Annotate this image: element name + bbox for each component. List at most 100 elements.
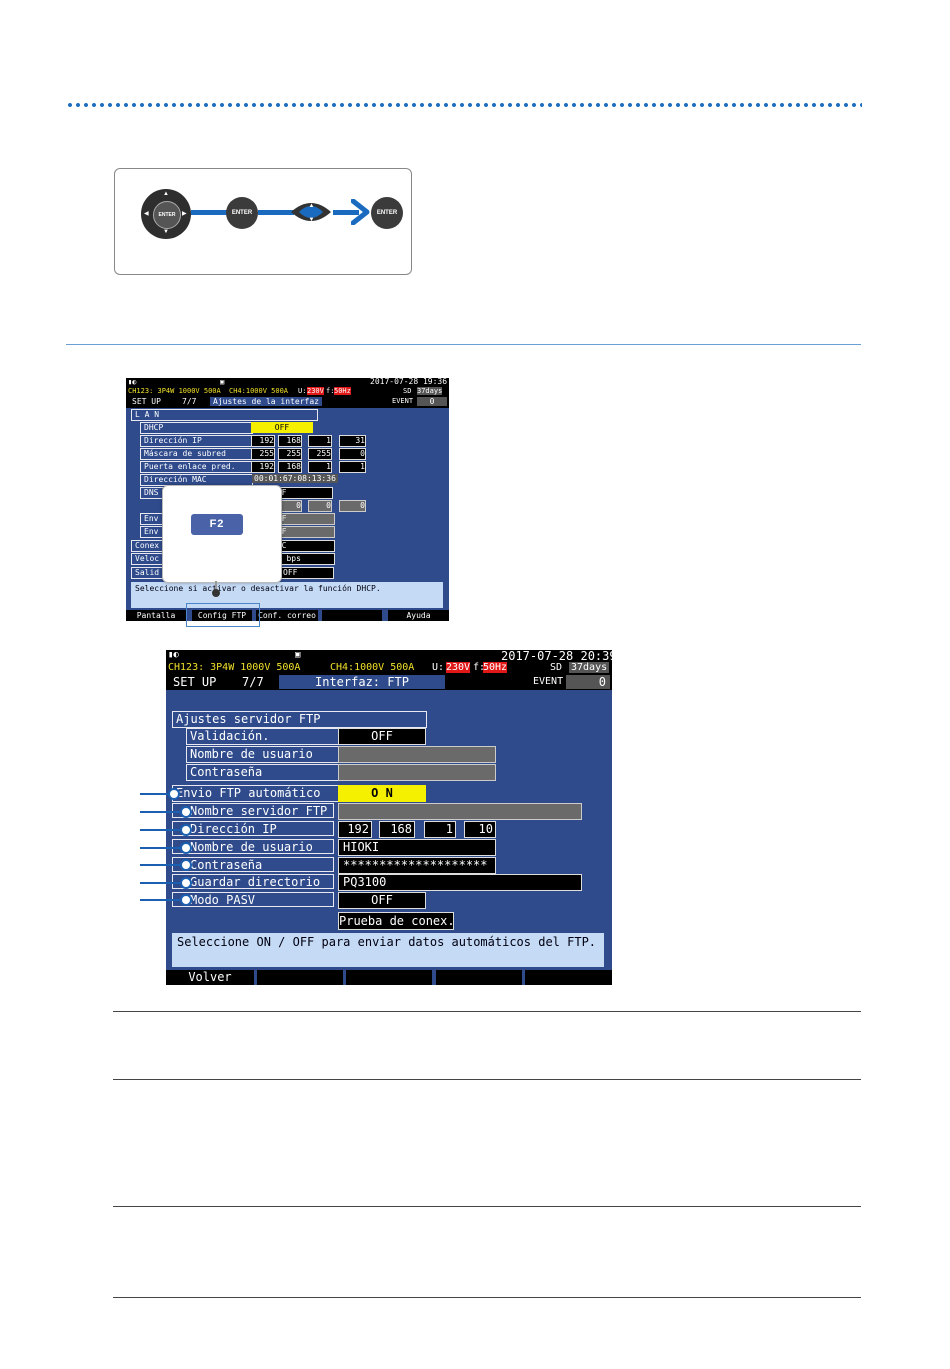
screen-ftp-settings: ▮◐ ▣ 2017-07-28 20:39:25 CH123: 3P4W 100… [166, 650, 612, 985]
mac-value: 00:01:67:08:13:36 [252, 474, 338, 483]
ftp-server-name-field[interactable] [338, 803, 582, 820]
pasv-mode-value[interactable]: OFF [338, 892, 426, 909]
callout-line [140, 811, 184, 813]
user-name-value[interactable]: HIOKI [338, 839, 496, 856]
sd-days: 37days [569, 662, 610, 673]
callout-marker [180, 877, 192, 889]
gateway-label: Puerta enlace pred. [140, 461, 253, 473]
auto-ftp-value[interactable]: O N [338, 785, 426, 802]
mask-octet[interactable]: 0 [339, 448, 366, 460]
setup-label: SET UP [173, 675, 217, 689]
event-count: 0 [417, 397, 447, 406]
flow-connector [191, 210, 231, 215]
dns-ip-octet: 0 [278, 500, 302, 512]
flow-connector [333, 210, 359, 215]
gateway-octet[interactable]: 192 [251, 461, 275, 473]
dotted-divider [66, 103, 862, 107]
u-label: U: [298, 387, 307, 395]
ip-octet[interactable]: 168 [379, 821, 415, 838]
u-value: 230V [307, 387, 324, 395]
ip-octet[interactable]: 1 [424, 821, 456, 838]
sd-days: 37days [417, 387, 443, 395]
mask-octet[interactable]: 255 [251, 448, 275, 460]
callout-line [140, 864, 184, 866]
ip-octet[interactable]: 10 [464, 821, 496, 838]
ip-octet[interactable]: 192 [338, 821, 372, 838]
battery-icon: ▮◐ [128, 378, 137, 386]
password-value[interactable]: ******************** [338, 857, 496, 874]
fkey-volver[interactable]: Volver [166, 970, 256, 985]
pointer-dot-icon [212, 589, 220, 597]
f-value: 50Hz [334, 387, 351, 395]
fkey-empty[interactable] [525, 970, 612, 985]
ch4-status: CH4:1000V 500A [330, 662, 415, 673]
gateway-octet[interactable]: 168 [278, 461, 302, 473]
callout-line [140, 829, 184, 831]
dhcp-label: DHCP [140, 422, 253, 434]
status-line: CH123: 3P4W 1000V 500A [168, 662, 301, 673]
event-label: EVENT [392, 397, 414, 405]
ip-octet[interactable]: 168 [278, 435, 302, 447]
ch4-status: CH4:1000V 500A [229, 387, 289, 395]
enter-key-icon: ENTER [371, 197, 403, 229]
fkey-config-ftp[interactable]: Config FTP [192, 610, 254, 621]
fkey-conf-correo[interactable]: Conf. correo [256, 610, 320, 621]
screen-title: Interfaz: FTP [279, 675, 445, 689]
callout-line [140, 793, 172, 795]
sd-label: SD [550, 662, 563, 673]
status-line: CH123: 3P4W 1000V 500A [128, 387, 221, 395]
setup-label: SET UP [132, 397, 161, 406]
event-count: 0 [566, 675, 610, 689]
mask-octet[interactable]: 255 [278, 448, 302, 460]
popup-pointer [215, 581, 217, 591]
help-message: Seleccione ON / OFF para enviar datos au… [172, 933, 604, 967]
flow-connector [258, 210, 294, 215]
output-value[interactable]: OFF [279, 567, 334, 579]
save-directory-label: Guardar directorio [172, 874, 334, 889]
dns-ip-octet: 0 [339, 500, 366, 512]
timestamp: 2017-07-28 19:36:18 [370, 378, 449, 386]
ftp-server-settings-header: Ajustes servidor FTP [172, 711, 427, 728]
fkey-empty[interactable] [257, 970, 345, 985]
gateway-octet[interactable]: 1 [339, 461, 366, 473]
f-label: f: [473, 662, 486, 673]
auto-ftp-label: Envio FTP automático [172, 785, 339, 802]
page-indicator: 7/7 [182, 397, 197, 406]
section-divider [66, 344, 861, 345]
u-value: 230V [446, 662, 471, 673]
config-ftp-highlight [186, 603, 260, 627]
validation-value[interactable]: OFF [338, 728, 426, 745]
f-value: 50Hz [483, 662, 508, 673]
ip-octet[interactable]: 192 [251, 435, 275, 447]
callout-line [140, 847, 184, 849]
server-password-field [338, 764, 496, 781]
ip-octet[interactable]: 31 [339, 435, 366, 447]
fkey-pantalla[interactable]: Pantalla [126, 610, 188, 621]
callout-marker [180, 824, 192, 836]
ip-octet[interactable]: 1 [308, 435, 332, 447]
save-directory-value[interactable]: PQ3100 [338, 874, 582, 891]
timestamp: 2017-07-28 20:39:25 [501, 650, 612, 663]
dhcp-value[interactable]: OFF [251, 422, 313, 433]
gateway-octet[interactable]: 1 [308, 461, 332, 473]
pasv-mode-label: Modo PASV [172, 892, 334, 907]
callout-marker [180, 859, 192, 871]
f-label: f: [326, 387, 335, 395]
arrow-right-icon [351, 199, 370, 225]
fkey-ayuda[interactable]: Ayuda [388, 610, 449, 621]
server-password-label: Contraseña [186, 764, 339, 781]
svg-text:▼: ▼ [309, 217, 315, 223]
fkey-empty[interactable] [436, 970, 524, 985]
mask-octet[interactable]: 255 [308, 448, 332, 460]
sd-label: SD [403, 387, 412, 395]
user-name-label: Nombre de usuario [172, 839, 334, 854]
callout-marker [180, 894, 192, 906]
fkey-empty[interactable] [346, 970, 434, 985]
direction-pad-icon: ENTER ▲ ▼ ◀ ▶ [141, 189, 191, 239]
validation-label: Validación. [186, 728, 339, 745]
connection-test-button[interactable]: Prueba de conex. [338, 912, 454, 930]
password-label: Contraseña [172, 857, 334, 872]
fkey-empty[interactable] [322, 610, 384, 621]
table-rule [113, 1011, 861, 1012]
callout-line [140, 899, 184, 901]
